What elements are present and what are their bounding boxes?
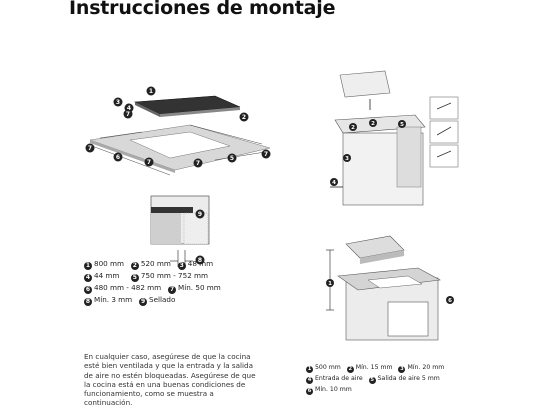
svg-text:2: 2 [371,121,375,127]
svg-text:5: 5 [230,155,234,162]
svg-text:4: 4 [332,180,336,186]
page-title: Instrucciones de montaje [69,0,336,19]
svg-text:3: 3 [345,156,349,162]
svg-text:3: 3 [116,99,120,106]
callout-2 [239,112,249,122]
svg-text:4: 4 [127,105,131,112]
callout-9 [195,209,205,219]
svg-text:7: 7 [264,151,268,158]
oven-cabinet-diagram: 1 6 [326,235,454,341]
hob-install-diagram: 1 3 4 2 7 7 6 7 7 5 7 [85,86,271,176]
svg-text:7: 7 [196,160,200,167]
callout-1 [146,86,156,96]
svg-text:1: 1 [149,88,153,95]
svg-text:2: 2 [242,114,246,121]
seal-detail-diagram: 9 8 [150,195,210,267]
svg-text:9: 9 [198,211,202,218]
callout-6 [113,152,123,162]
ventilation-note: En cualquier caso, asegúrese de que la c… [84,352,256,408]
svg-text:1: 1 [328,281,332,287]
callout-8 [195,255,205,265]
callout-5 [227,153,237,163]
callout-3 [113,97,123,107]
svg-text:2: 2 [351,125,355,131]
callout-7 [123,109,133,119]
svg-text:8: 8 [198,257,202,264]
ventilation-diagram: 2 2 5 3 4 [330,70,459,206]
svg-text:7: 7 [88,145,92,152]
svg-text:7: 7 [147,159,151,166]
svg-text:6: 6 [116,154,120,161]
svg-text:6: 6 [448,298,452,304]
svg-text:7: 7 [126,111,130,118]
svg-text:5: 5 [400,122,404,128]
